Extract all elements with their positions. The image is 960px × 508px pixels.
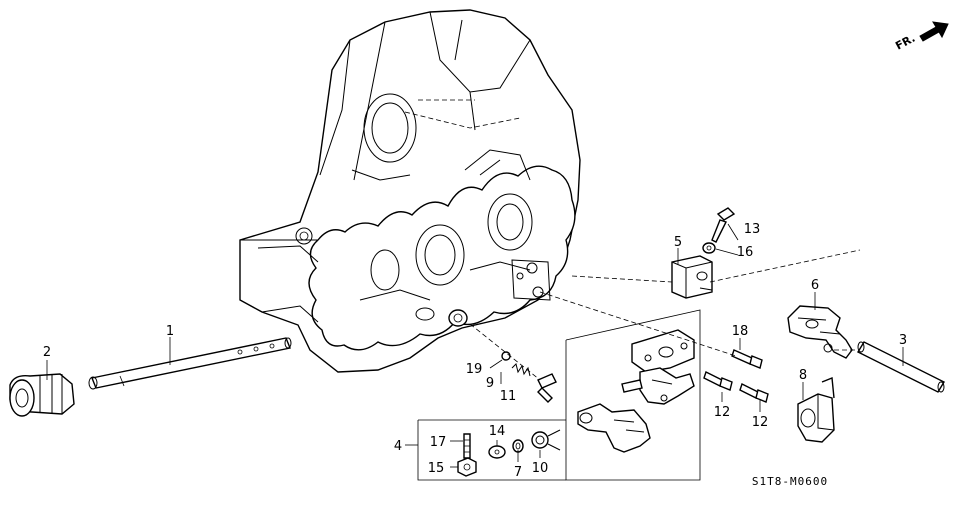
part-14-washer: [488, 445, 506, 459]
leader-lines: [46, 223, 904, 468]
part-18-bolt: [731, 349, 763, 369]
callout-4: 4: [394, 439, 402, 454]
callout-12-right: 12: [752, 415, 769, 430]
part-11-bolt: [537, 373, 557, 403]
part-12-bolt-right: [739, 383, 769, 403]
diagram-code: S1T8-M0600: [752, 475, 828, 488]
part-16-washer: [702, 242, 716, 254]
front-direction-indicator: FR.: [893, 21, 949, 53]
callout-10: 10: [532, 461, 549, 476]
part-8-shift-holder: [797, 377, 835, 443]
part-5-interlock: [671, 255, 713, 299]
part-10-spring: [531, 429, 561, 451]
part-13-bolt: [711, 207, 736, 243]
fr-label: FR.: [893, 32, 917, 53]
callout-8: 8: [799, 368, 807, 383]
part-3-pin: [857, 341, 945, 393]
part-1-shift-rod: [88, 337, 292, 390]
callout-7: 7: [514, 465, 522, 480]
callout-17: 17: [430, 435, 447, 450]
callout-14: 14: [489, 424, 506, 439]
callout-11: 11: [500, 389, 517, 404]
transmission-housing: [239, 9, 581, 373]
part-17-pin: [463, 433, 471, 459]
part-15-nut: [457, 457, 477, 477]
callout-9: 9: [486, 376, 494, 391]
callout-19: 19: [466, 362, 483, 377]
part-19-ball: [501, 351, 511, 361]
callout-12-left: 12: [714, 405, 731, 420]
callout-3: 3: [899, 333, 907, 348]
callout-16: 16: [737, 245, 754, 260]
callout-18: 18: [732, 324, 749, 339]
callout-6: 6: [811, 278, 819, 293]
callout-1: 1: [166, 324, 174, 339]
callout-labels: 1 2 3 4 5 6 7 8 9 10 11 12 12 13 14 15 1…: [43, 222, 907, 480]
part-2-seal: [9, 373, 75, 417]
front-arrow-icon: [919, 21, 949, 42]
callout-13: 13: [744, 222, 761, 237]
callout-5: 5: [674, 235, 682, 250]
part-12-bolt-left: [703, 371, 733, 391]
callout-15: 15: [428, 461, 445, 476]
part-4-shift-lever-assembly: [417, 309, 701, 481]
callout-2: 2: [43, 345, 51, 360]
